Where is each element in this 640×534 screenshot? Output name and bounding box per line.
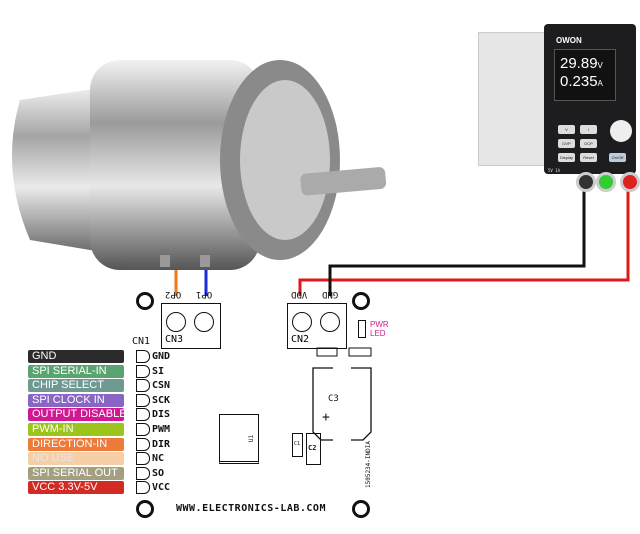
- cn1-pin: [136, 408, 150, 422]
- brand-logo: OWON: [556, 36, 582, 45]
- cn1-pin: [136, 364, 150, 378]
- wire-vdd: [298, 185, 630, 296]
- terminal-red: [620, 172, 640, 192]
- pin-function-label: SPI CLOCK IN: [28, 393, 124, 407]
- cn1-pin-name: CSN: [152, 380, 171, 392]
- cn1-pin: [136, 452, 150, 466]
- ocp-button[interactable]: OCP: [580, 139, 597, 148]
- cn1-pin-name: GND: [152, 351, 171, 362]
- on-off-button[interactable]: On/Off: [609, 153, 626, 162]
- pwr-text: PWR: [370, 320, 389, 329]
- pin-function-label: SPI SERIAL OUT: [28, 466, 124, 480]
- usb-label: 5V 1A: [548, 168, 561, 173]
- cn2-terminal-block: CN2: [287, 303, 347, 349]
- pin-function-label: PWM-IN: [28, 423, 124, 436]
- terminal-black: [576, 172, 596, 192]
- cn1-pin-name: PWM: [152, 424, 171, 435]
- mounting-hole: [352, 500, 370, 518]
- cn1-pin: [136, 350, 150, 363]
- cn1-pin-name: NC: [152, 453, 165, 465]
- power-supply-image: OWON 29.89V 0.235A V I OVP OCP Display R…: [478, 22, 640, 192]
- terminal-green: [596, 172, 616, 192]
- voltage-unit: V: [597, 61, 603, 70]
- cn1-pin: [136, 423, 150, 436]
- cn1-pin-name: DIS: [152, 409, 171, 421]
- c3-label: C3: [328, 394, 339, 404]
- cn1-label: CN1: [132, 336, 151, 347]
- cn2-pin-vdd: VDD: [291, 289, 308, 299]
- pwr-led-label: PWR LED: [370, 320, 389, 338]
- pin-function-label: VCC 3.3V-5V: [28, 481, 124, 495]
- wire-gnd: [328, 185, 586, 296]
- website-label: WWW.ELECTRONICS-LAB.COM: [176, 503, 326, 514]
- reset-button[interactable]: Reset: [580, 153, 597, 162]
- u1-footprint: U1: [219, 414, 259, 464]
- cn1-pin: [136, 437, 150, 451]
- pin-function-label: OUTPUT DISABLE: [28, 408, 127, 422]
- display-button[interactable]: Display: [558, 153, 575, 162]
- cn1-pin: [136, 379, 150, 393]
- cn1-pin-name: SO: [152, 467, 165, 479]
- v-button[interactable]: V: [558, 125, 575, 134]
- cn1-pin-name: DIR: [152, 438, 171, 450]
- c2-label: C2: [308, 444, 317, 452]
- cn3-terminal-block: CN3: [161, 303, 221, 349]
- cn1-pin: [136, 393, 150, 407]
- current-readout: 0.235: [560, 73, 598, 90]
- c2-footprint: C2: [306, 433, 321, 465]
- cn1-pin-name: SCK: [152, 394, 171, 406]
- i-button[interactable]: I: [580, 125, 597, 134]
- c3-plus: +: [322, 410, 330, 425]
- cn3-pin-op2: OP2: [165, 289, 182, 299]
- cn1-pin-name: SI: [152, 365, 165, 377]
- adjust-knob[interactable]: [610, 120, 632, 142]
- pin-function-label: CHIP SELECT: [28, 379, 124, 393]
- c1-label: C1: [294, 441, 301, 447]
- mounting-hole: [136, 292, 154, 310]
- cn1-pin: [136, 481, 150, 495]
- cn1-pin-name: VCC: [152, 482, 171, 494]
- cn3-label: CN3: [165, 334, 184, 345]
- current-unit: A: [597, 79, 603, 88]
- board-id: 1505234-INDIA: [365, 441, 372, 488]
- mounting-hole: [352, 292, 370, 310]
- ovp-button[interactable]: OVP: [558, 139, 575, 148]
- cn1-pin: [136, 466, 150, 480]
- c1-footprint: C1: [292, 433, 303, 457]
- u1-label: U1: [248, 434, 256, 443]
- dc-motor-image: [12, 60, 387, 270]
- pin-function-label: NO USE: [28, 452, 124, 466]
- led-text: LED: [370, 329, 386, 338]
- led-footprint: [358, 320, 366, 338]
- cn2-pin-gnd: GND: [322, 289, 339, 299]
- cn3-pin-op1: OP1: [196, 289, 213, 299]
- mounting-hole: [136, 500, 154, 518]
- pin-function-label: DIRECTION-IN: [28, 437, 124, 451]
- pin-function-label: GND: [28, 350, 124, 363]
- voltage-readout: 29.89: [560, 55, 598, 72]
- cn2-label: CN2: [291, 334, 310, 345]
- c3-capacitor-footprint: [312, 347, 372, 441]
- display-screen: 29.89V 0.235A: [554, 49, 616, 101]
- pin-function-label: SPI SERIAL-IN: [28, 364, 124, 378]
